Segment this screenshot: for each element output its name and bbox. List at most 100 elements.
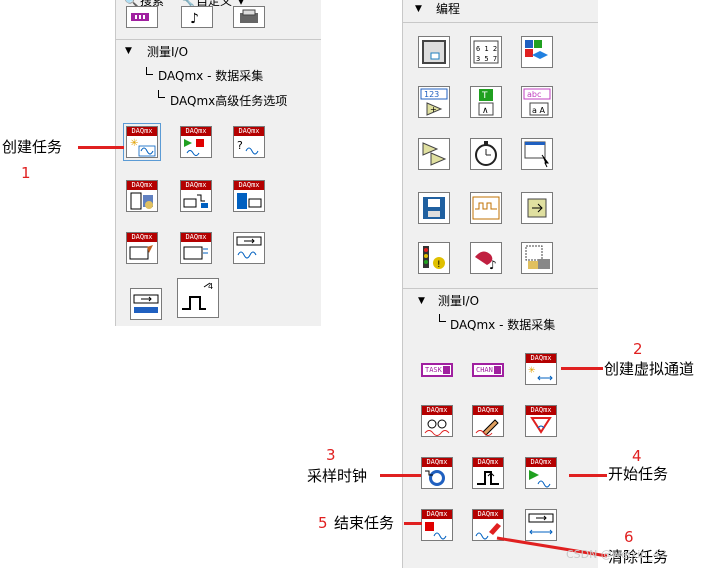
annotation-arrow-4 xyxy=(569,474,607,477)
annotation-label-2: 创建虚拟通道 xyxy=(604,360,695,378)
write-property-icon[interactable]: DAQmx xyxy=(126,232,158,264)
annotation-label-5: 结束任务 xyxy=(334,514,395,532)
sample-clock-icon[interactable]: DAQmx xyxy=(421,457,453,489)
signal-routing-icon[interactable] xyxy=(233,232,265,264)
section-programming-title[interactable]: 编程 xyxy=(436,2,461,16)
write-icon[interactable]: DAQmx xyxy=(472,405,504,437)
tree-branch-line xyxy=(439,314,446,322)
report-gen-icon[interactable] xyxy=(521,242,553,274)
right-divider-top xyxy=(403,22,598,23)
svg-text:∧: ∧ xyxy=(482,106,489,116)
svg-text:?: ? xyxy=(237,139,243,152)
annotation-arrow-3 xyxy=(380,474,421,477)
daq-tag: DAQmx xyxy=(526,458,556,467)
daq-tag: DAQmx xyxy=(473,510,503,519)
waveform-icon[interactable] xyxy=(470,192,502,224)
tree-root-label[interactable]: 测量I/O xyxy=(147,45,189,59)
right-divider-mid xyxy=(403,288,598,289)
svg-text:✳: ✳ xyxy=(130,138,138,149)
boolean-icon[interactable]: T∧ xyxy=(470,86,502,118)
annotation-number-3: 3 xyxy=(326,446,336,464)
dialog-ui-icon[interactable] xyxy=(521,138,553,170)
channel-constant-icon[interactable]: CHAN xyxy=(472,363,504,377)
search-label[interactable]: 搜索 xyxy=(140,0,165,8)
numeric-icon-text: 123 xyxy=(424,90,439,99)
palette-icon-partial-3[interactable] xyxy=(233,6,265,28)
daq-tag: DAQmx xyxy=(181,233,211,242)
string-icon-text: abc xyxy=(527,90,541,99)
palette-icon-partial-2[interactable]: ♪ xyxy=(181,6,213,28)
daq-tag: DAQmx xyxy=(127,181,157,190)
stop-task-icon[interactable]: DAQmx xyxy=(421,509,453,541)
switch-routing-icon[interactable] xyxy=(525,509,557,541)
right-palette-edge xyxy=(402,0,403,568)
wait-until-done-icon[interactable]: DAQmx xyxy=(525,405,557,437)
collapse-triangle-icon[interactable]: ▼ xyxy=(125,46,132,56)
chevron-down-icon xyxy=(443,366,450,374)
annotation-arrow-6 xyxy=(496,536,608,558)
is-task-done-icon[interactable]: DAQmx ? xyxy=(233,126,265,158)
numeric-icon[interactable]: 123+ xyxy=(418,86,450,118)
cluster-icon[interactable] xyxy=(521,36,553,68)
app-control-icon[interactable] xyxy=(521,192,553,224)
chan-badge-text: CHAN xyxy=(476,366,493,374)
tree-grandchild-label[interactable]: DAQmx高级任务选项 xyxy=(170,94,288,108)
comparison-icon[interactable] xyxy=(418,138,450,170)
create-task-icon[interactable]: DAQmx ✳ xyxy=(123,123,161,161)
annotation-label-1: 创建任务 xyxy=(2,138,63,156)
annotation-number-5: 5 xyxy=(318,514,328,532)
customize-icon[interactable]: 🔧 xyxy=(180,0,195,8)
annotation-number-6: 6 xyxy=(624,528,634,546)
daq-tag: DAQmx xyxy=(473,458,503,467)
file-io-icon[interactable] xyxy=(418,192,450,224)
timing-clock-icon[interactable] xyxy=(470,138,502,170)
palette-icon-partial-1[interactable] xyxy=(126,6,158,28)
svg-text:3 5 7: 3 5 7 xyxy=(476,55,497,63)
svg-text:✳: ✳ xyxy=(528,366,536,376)
trigger-icon[interactable]: DAQmx xyxy=(180,180,212,212)
structures-icon[interactable] xyxy=(418,36,450,68)
read-property-icon[interactable]: DAQmx xyxy=(180,232,212,264)
task-constant-icon[interactable]: TASK xyxy=(421,363,453,377)
trigger-step-icon[interactable]: DAQmx xyxy=(472,457,504,489)
switch-icon[interactable] xyxy=(130,288,162,320)
timing-icon[interactable]: DAQmx xyxy=(126,180,158,212)
annotation-number-4: 4 xyxy=(632,447,642,465)
annotation-arrow-5 xyxy=(404,522,422,525)
array-icon[interactable]: 6 1 2 3 5 7 xyxy=(470,36,502,68)
svg-text:!: ! xyxy=(437,260,441,270)
tree-child-label[interactable]: DAQmx - 数据采集 xyxy=(450,318,556,332)
task-badge-text: TASK xyxy=(425,366,442,374)
clear-task-icon[interactable]: DAQmx xyxy=(472,509,504,541)
tree-child-label[interactable]: DAQmx - 数据采集 xyxy=(158,69,264,83)
daq-tag: DAQmx xyxy=(181,127,211,136)
waveform-step-icon[interactable]: 4 xyxy=(177,278,219,318)
customize-label[interactable]: 自定义 xyxy=(196,0,233,8)
tree-branch-line xyxy=(158,90,165,98)
svg-text:4: 4 xyxy=(208,282,213,291)
start-task-icon[interactable]: DAQmx xyxy=(180,126,212,158)
chevron-down-icon[interactable]: ▾ xyxy=(238,0,245,8)
search-icon[interactable]: 🔍 xyxy=(124,0,139,8)
annotation-number-1: 1 xyxy=(21,164,31,182)
collapse-triangle-icon[interactable]: ▼ xyxy=(418,296,425,306)
read-icon[interactable]: DAQmx xyxy=(421,405,453,437)
annotation-number-2: 2 xyxy=(633,340,643,358)
annotation-label-3: 采样时钟 xyxy=(307,467,368,485)
left-palette xyxy=(115,0,321,326)
create-virtual-channel-icon[interactable]: DAQmx ✳ xyxy=(525,353,557,385)
chevron-down-icon xyxy=(494,366,501,374)
annotation-arrow-1 xyxy=(78,146,124,149)
svg-text:6 1 2: 6 1 2 xyxy=(476,45,497,53)
start-task-icon[interactable]: DAQmx xyxy=(525,457,557,489)
tree-branch-line xyxy=(146,67,153,75)
collapse-triangle-icon[interactable]: ▼ xyxy=(415,4,422,14)
watermark: CSDN @weixin_42 xyxy=(566,548,667,561)
sync-icon[interactable]: ! xyxy=(418,242,450,274)
graphics-sound-icon[interactable]: ♪ xyxy=(470,242,502,274)
channel-property-icon[interactable]: DAQmx xyxy=(233,180,265,212)
tree-root-label[interactable]: 测量I/O xyxy=(438,294,480,308)
left-palette-edge xyxy=(115,0,116,326)
daq-tag: DAQmx xyxy=(526,354,556,363)
